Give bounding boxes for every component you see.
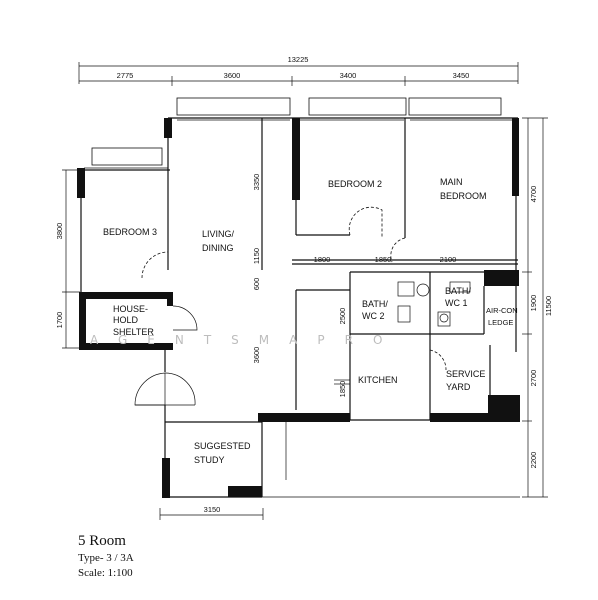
dim-inner-1850: 1850 (375, 255, 392, 264)
plan-scale: Scale: 1:100 (78, 567, 133, 579)
label-main-2: BEDROOM (440, 191, 487, 201)
dim-top-2775: 2775 (117, 71, 134, 80)
dim-top-3600: 3600 (224, 71, 241, 80)
label-bath1-2: WC 1 (445, 298, 468, 308)
dim-right-2200: 2200 (529, 452, 538, 469)
dim-top-3400: 3400 (340, 71, 357, 80)
dim-right-2700: 2700 (529, 370, 538, 387)
label-shelter-3: SHELTER (113, 327, 154, 337)
plan-title: 5 Room (78, 533, 126, 549)
dim-bottom-3150: 3150 (204, 505, 221, 514)
dim-inner-2500: 2500 (338, 308, 347, 325)
label-aircon-1: AIR-CON (486, 306, 518, 315)
dim-right-4700: 4700 (529, 186, 538, 203)
door-swings (134, 206, 447, 406)
title-block: 5 Room Type- 3 / 3A Scale: 1:100 (78, 533, 134, 579)
dim-inner-2100: 2100 (440, 255, 457, 264)
top-dimensions: 13225 2775 3600 3400 3450 (78, 55, 519, 86)
label-aircon-2: LEDGE (488, 318, 513, 327)
dim-left-3800: 3800 (55, 223, 64, 240)
dim-inner-1150: 1150 (252, 248, 261, 264)
dim-inner-1800: 1800 (314, 255, 331, 264)
label-bath1-1: BATH/ (445, 286, 471, 296)
label-kitchen: KITCHEN (358, 375, 398, 385)
dim-right-1900: 1900 (529, 295, 538, 312)
label-bath2-2: WC 2 (362, 311, 385, 321)
dim-inner-600: 600 (252, 278, 261, 291)
label-study-2: STUDY (194, 455, 225, 465)
sanitary-fixtures (334, 281, 471, 385)
label-living-1: LIVING/ (202, 229, 235, 239)
bottom-dimensions: 3150 (159, 505, 264, 520)
label-living-2: DINING (202, 243, 234, 253)
left-dimensions: 3800 1700 (55, 169, 80, 349)
dim-left-1700: 1700 (55, 312, 64, 329)
label-shelter-1: HOUSE- (113, 304, 148, 314)
dim-overall-width: 13225 (288, 55, 309, 64)
watermark: AGENTSMAPRO (90, 333, 402, 347)
dim-inner-3600: 3600 (252, 347, 261, 364)
right-dimensions: 4700 1900 2700 2200 11500 (522, 117, 553, 498)
room-labels: BEDROOM 3 LIVING/ DINING BEDROOM 2 MAIN … (103, 177, 518, 465)
label-service-2: YARD (446, 382, 471, 392)
dim-right-11500: 11500 (544, 296, 553, 316)
label-service-1: SERVICE (446, 369, 485, 379)
label-bath2-1: BATH/ (362, 299, 388, 309)
dim-inner-3350: 3350 (252, 174, 261, 191)
dim-top-3450: 3450 (453, 71, 470, 80)
plan-type: Type- 3 / 3A (78, 552, 134, 564)
label-study-1: SUGGESTED (194, 441, 251, 451)
label-shelter-2: HOLD (113, 315, 139, 325)
label-main-1: MAIN (440, 177, 463, 187)
interior-dimensions: 3350 1150 600 3600 1800 1850 2100 2500 1… (252, 174, 490, 398)
label-bedroom-3: BEDROOM 3 (103, 227, 157, 237)
dim-inner-1850v: 1850 (338, 381, 347, 398)
windows (84, 97, 514, 169)
label-bedroom-2: BEDROOM 2 (328, 179, 382, 189)
